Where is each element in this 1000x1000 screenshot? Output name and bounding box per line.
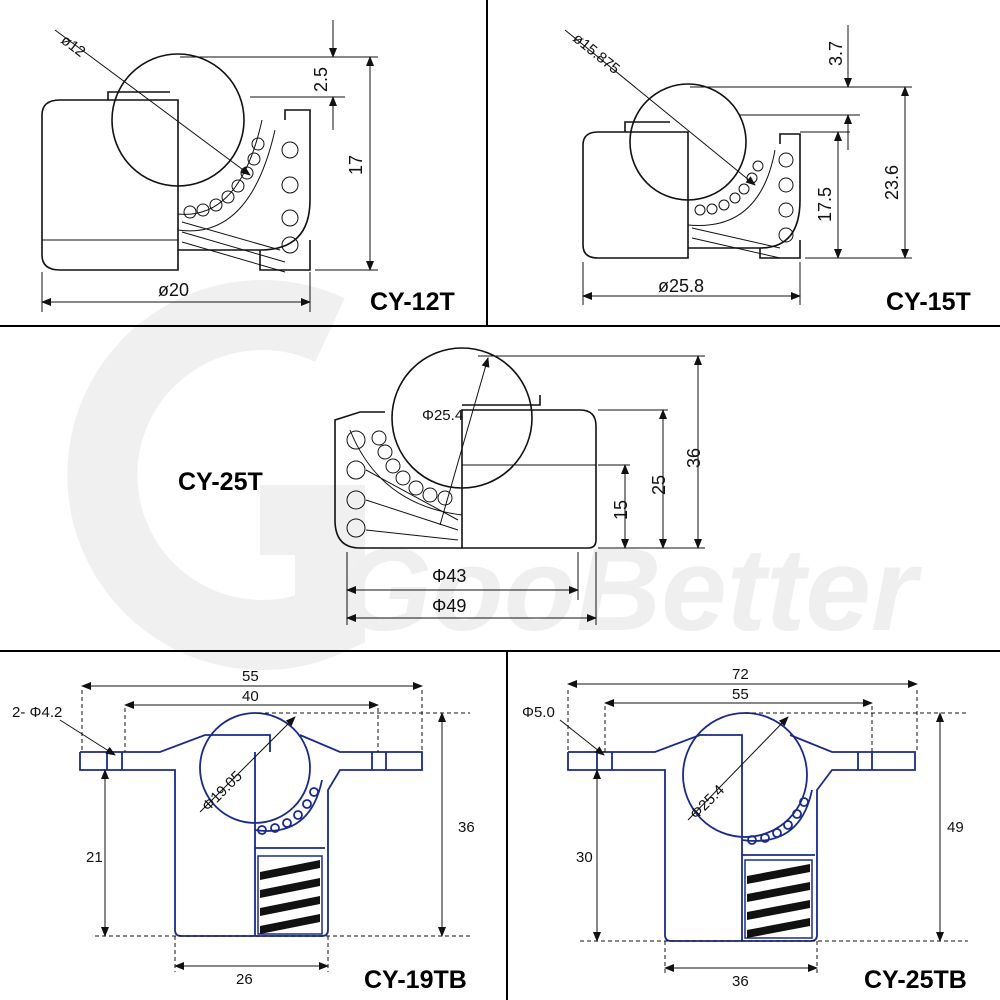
cy25t-part <box>334 347 597 549</box>
cy15t-protrusion: 3.7 <box>826 41 846 66</box>
cy25tb-holes: Φ5.0 <box>522 704 555 721</box>
panel-cy19tb: 55 40 2- Φ4.2 Φ19.05 36 21 26 CY-19TB <box>12 668 475 994</box>
panel-cy12t: ø12 2.5 17 ø20 CY-12T <box>41 20 455 316</box>
cy15t-body-height: 17.5 <box>815 187 835 222</box>
panel-cy25tb: 72 55 Φ5.0 Φ25.4 49 30 36 CY-25TB <box>522 666 968 994</box>
cy19tb-flange-width: 55 <box>242 668 259 685</box>
cy19tb-part <box>79 712 423 937</box>
cy25tb-hole-spacing: 55 <box>732 686 749 703</box>
panel-cy25t: Φ25.4 15 25 36 Φ43 Φ49 CY-25T <box>178 347 705 625</box>
cy25tb-flange-width: 72 <box>732 666 749 683</box>
cy15t-total-height: 23.6 <box>882 165 902 200</box>
cy25tb-total-height: 49 <box>947 819 964 836</box>
cy25t-h3: 36 <box>684 448 704 468</box>
cy25t-ball-dia: Φ25.4 <box>422 407 463 424</box>
cy12t-protrusion: 2.5 <box>311 67 331 92</box>
cy25tb-ball-dia: Φ25.4 <box>687 782 728 823</box>
cy19tb-body-height: 21 <box>86 849 103 866</box>
cy25t-h1: 15 <box>611 500 631 520</box>
cy25tb-body-dia: 36 <box>732 973 749 990</box>
watermark: GooBetter <box>67 280 923 670</box>
cy25tb-model: CY-25TB <box>864 966 967 994</box>
cy25tb-body-height: 30 <box>576 849 593 866</box>
cy12t-part <box>41 53 311 273</box>
cy15t-ball-dia: ø15.875 <box>569 30 622 78</box>
cy25t-d1: Φ43 <box>432 566 466 586</box>
cy25t-model: CY-25T <box>178 468 263 496</box>
cy25t-d2: Φ49 <box>432 596 466 616</box>
cy19tb-model: CY-19TB <box>364 966 467 994</box>
cy19tb-holes: 2- Φ4.2 <box>12 704 62 721</box>
cy19tb-total-height: 36 <box>458 819 475 836</box>
cy15t-body-dia: ø25.8 <box>658 276 704 296</box>
cy19tb-hole-spacing: 40 <box>242 688 259 705</box>
cy25tb-part <box>567 712 916 942</box>
cy12t-height: 17 <box>346 155 366 175</box>
cy12t-body-dia: ø20 <box>158 280 189 300</box>
panel-cy15t: ø15.875 3.7 17.5 23.6 ø25.8 CY-15T <box>564 25 971 316</box>
cy15t-part <box>582 83 801 259</box>
cy12t-model: CY-12T <box>370 288 455 316</box>
cy19tb-body-dia: 26 <box>236 971 253 988</box>
cy25t-h2: 25 <box>649 475 669 495</box>
cy15t-model: CY-15T <box>886 288 971 316</box>
